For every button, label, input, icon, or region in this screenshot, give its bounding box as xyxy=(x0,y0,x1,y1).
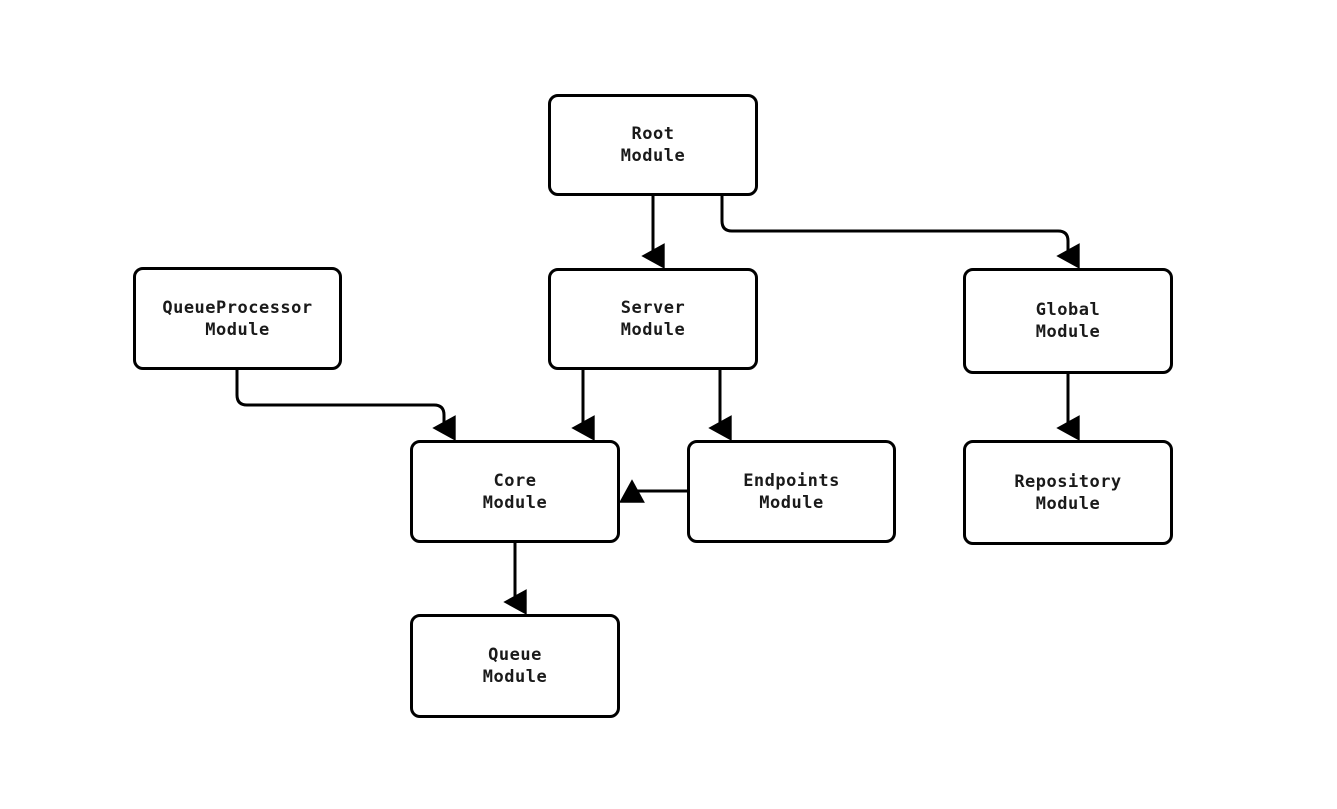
node-repository-module[interactable]: Repository Module xyxy=(963,440,1173,545)
node-queue-module-line1: Queue xyxy=(488,645,542,665)
node-root-module[interactable]: Root Module xyxy=(548,94,758,196)
node-core-module-line2: Module xyxy=(482,492,548,513)
node-core-module[interactable]: Core Module xyxy=(410,440,620,543)
node-global-module-line1: Global xyxy=(1035,300,1101,320)
node-server-module-line2: Module xyxy=(620,320,686,340)
node-server-module-line1: Server xyxy=(620,298,686,318)
node-server-module[interactable]: Server Module xyxy=(548,268,758,370)
node-global-module-line2: Module xyxy=(1035,322,1101,342)
node-root-module-line2: Module xyxy=(620,146,686,166)
node-global-module[interactable]: Global Module xyxy=(963,268,1173,374)
node-root-module-line1: Root xyxy=(631,124,675,144)
edge-root-to-global xyxy=(720,196,1080,269)
node-endpoints-module-line2: Module xyxy=(759,492,824,513)
node-endpoints-module[interactable]: Endpoints Module xyxy=(687,440,896,543)
node-core-module-line1: Core xyxy=(493,470,537,491)
node-endpoints-module-line1: Endpoints xyxy=(743,470,840,491)
edge-queueprocessor-to-core xyxy=(235,370,456,441)
node-queueprocessor-module[interactable]: QueueProcessor Module xyxy=(133,267,342,370)
node-repository-module-line1: Repository xyxy=(1014,471,1122,492)
node-queue-module[interactable]: Queue Module xyxy=(410,614,620,718)
node-repository-module-line2: Module xyxy=(1035,493,1101,514)
node-queue-module-line2: Module xyxy=(482,667,548,687)
node-queueprocessor-module-line1: QueueProcessor xyxy=(162,297,313,318)
node-queueprocessor-module-line2: Module xyxy=(205,319,270,340)
